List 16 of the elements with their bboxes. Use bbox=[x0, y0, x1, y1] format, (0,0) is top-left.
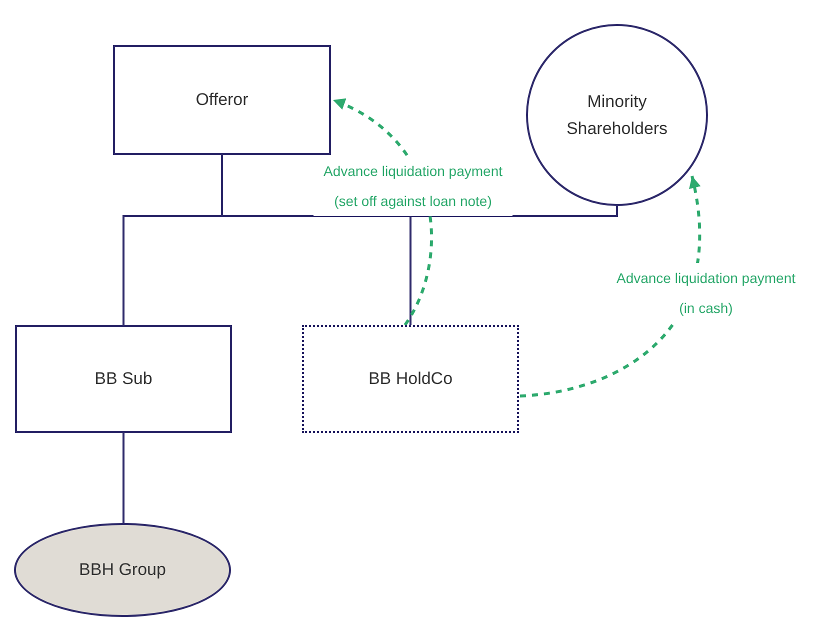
connector-line bbox=[410, 216, 412, 325]
node-label: Offeror bbox=[194, 89, 250, 112]
connector-line bbox=[221, 155, 223, 216]
connector-line bbox=[410, 215, 618, 217]
connector-line bbox=[122, 215, 223, 217]
node-label: BB Sub bbox=[94, 368, 154, 390]
node-label: BB HoldCo bbox=[367, 368, 454, 390]
connector-line bbox=[122, 216, 124, 325]
node-label: Minority Shareholders bbox=[565, 90, 669, 140]
connector-line bbox=[221, 215, 412, 217]
connector-line bbox=[122, 433, 124, 523]
entity-box bbox=[15, 325, 232, 433]
entity-box bbox=[302, 325, 519, 433]
connector-line bbox=[616, 206, 618, 216]
entity-box bbox=[113, 45, 331, 155]
node-label: BBH Group bbox=[78, 559, 167, 582]
